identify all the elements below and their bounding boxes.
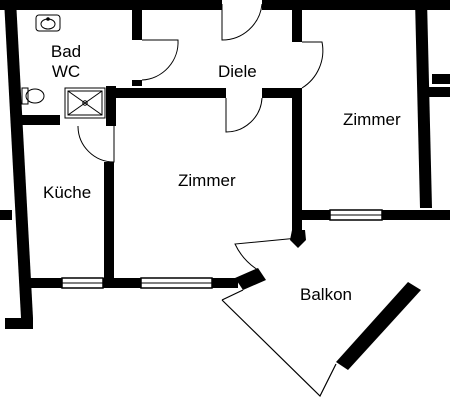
room-label-kueche: Küche xyxy=(43,183,92,202)
shower-tray-icon xyxy=(64,87,106,119)
doors xyxy=(77,3,324,271)
room-label-bad-wc: Bad WC xyxy=(46,42,86,82)
wall-left-stub xyxy=(5,318,33,329)
wall-bad-bottom-left xyxy=(18,115,60,125)
door-entrance xyxy=(221,3,263,41)
door-zimmer-right xyxy=(301,41,324,89)
room-label-balkon: Balkon xyxy=(300,285,352,304)
wall-zimmer-right-vertical xyxy=(292,88,302,230)
wall-right-tick xyxy=(432,74,450,84)
wall-left xyxy=(4,0,33,318)
wall-right xyxy=(415,0,432,208)
wall-balcony-slant xyxy=(336,282,421,370)
door-balkon xyxy=(234,237,299,271)
wall-zimmer-right-bottom-right xyxy=(382,210,450,220)
wall-bottom-angle xyxy=(235,268,266,290)
balcony-left-edge xyxy=(221,289,244,301)
room-label-diele: Diele xyxy=(218,62,257,81)
wall-left-tick xyxy=(0,210,12,220)
balcony-outline xyxy=(221,289,337,398)
inner-walls xyxy=(18,10,450,284)
outer-walls xyxy=(0,0,450,370)
room-label-bad: Bad xyxy=(50,42,82,61)
room-label-zimmer-center: Zimmer xyxy=(178,171,236,190)
wall-right-stub xyxy=(428,87,450,97)
room-label-wc: WC xyxy=(51,62,81,81)
wall-bottom-mid2 xyxy=(212,278,238,288)
room-label-zimmer-right: Zimmer xyxy=(343,110,401,129)
wall-top-right xyxy=(262,0,450,10)
door-kueche xyxy=(77,125,115,163)
wall-bottom-mid1 xyxy=(103,278,141,288)
wall-diele-zimmer-right xyxy=(262,88,300,98)
sink-icon xyxy=(35,14,61,32)
wall-bad-bottom-right xyxy=(106,86,116,126)
balcony-edge xyxy=(221,299,337,398)
wall-corner-joint xyxy=(290,230,306,248)
wall-top-left xyxy=(0,0,222,10)
wall-bad-diele-top xyxy=(132,10,142,40)
toilet-icon xyxy=(21,87,45,105)
fixtures xyxy=(21,14,106,119)
wall-bad-diele-bottom xyxy=(132,80,142,86)
wall-diele-right-top xyxy=(292,10,302,42)
wall-bottom-left xyxy=(30,278,62,288)
door-zimmer-center xyxy=(225,97,263,133)
wall-diele-zimmer xyxy=(106,88,226,98)
wall-zimmer-right-bottom-left xyxy=(300,210,330,220)
door-bad xyxy=(141,39,179,81)
wall-kueche-zimmer xyxy=(104,162,114,284)
